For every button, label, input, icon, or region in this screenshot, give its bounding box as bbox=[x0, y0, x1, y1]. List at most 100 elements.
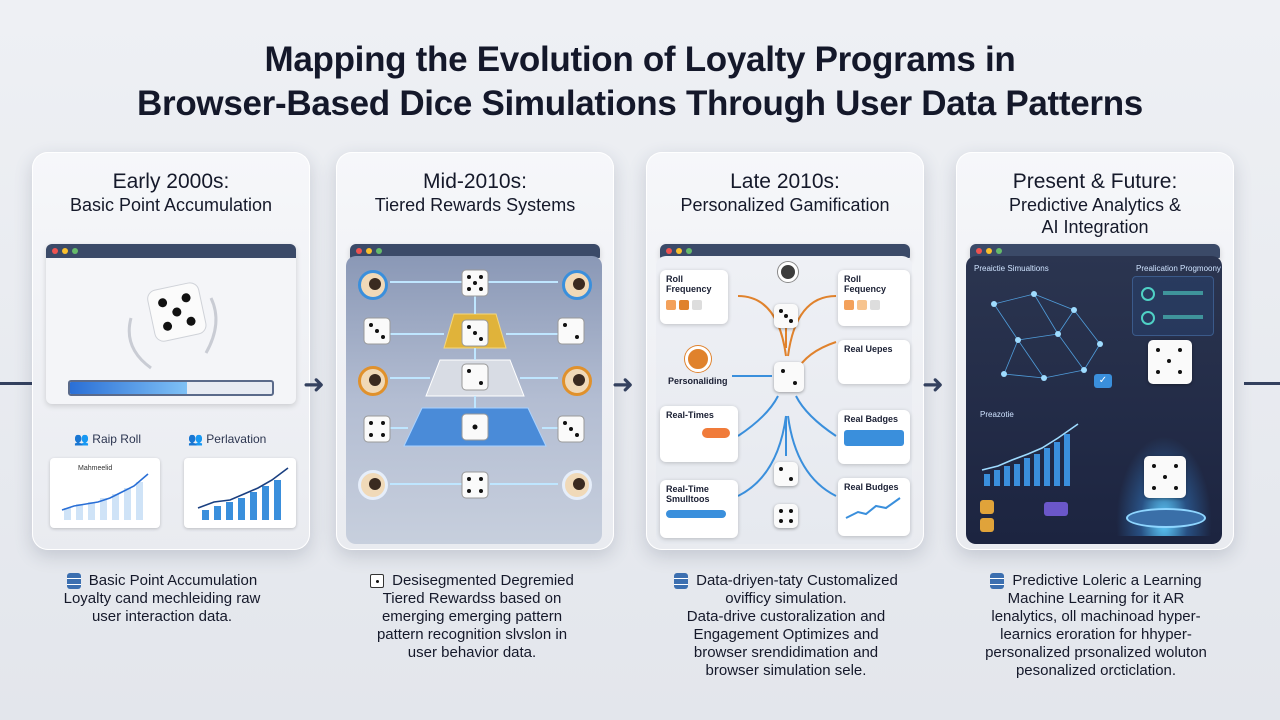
label-real-badges: Real Badges bbox=[844, 414, 899, 424]
desc-line: Loyalty cand mechleiding raw bbox=[63, 590, 261, 607]
desc-line: browser srendidimation and bbox=[693, 644, 879, 661]
bar-chart-small bbox=[184, 458, 296, 528]
maximize-dot-icon bbox=[996, 248, 1002, 254]
center-die-icon bbox=[774, 362, 804, 392]
tier-pyramid-panel bbox=[346, 256, 602, 544]
desc-subheading: ovifficy simulation. bbox=[725, 590, 847, 607]
people-icon: 👥 bbox=[74, 432, 89, 446]
desc-line: pattern recognition slvslon in bbox=[376, 626, 568, 643]
orange-badge-icon bbox=[684, 346, 711, 372]
user-avatar bbox=[562, 470, 592, 500]
analytics-bar-chart bbox=[981, 423, 1079, 486]
era-card-late-2010s: Late 2010s: Personalized Gamification Ro… bbox=[646, 152, 924, 550]
database-icon bbox=[66, 573, 81, 589]
desc-subheading: Machine Learning for it AR bbox=[1007, 590, 1185, 607]
label-preaictie-simualtions: Preaictie Simualtions bbox=[974, 264, 1049, 273]
tile bbox=[870, 300, 880, 310]
era-subtitle: Tiered Rewards Systems bbox=[374, 195, 576, 215]
label-roll-frequency: Roll Frequency bbox=[666, 274, 712, 294]
desc-line: lenalytics, oll machinoad hyper- bbox=[991, 608, 1201, 625]
orange-tile-icon bbox=[980, 500, 994, 514]
tile-row bbox=[844, 300, 904, 310]
user-avatar bbox=[358, 366, 388, 396]
database-icon bbox=[674, 573, 689, 589]
die-small-icon bbox=[370, 574, 385, 588]
hologram-die-icon bbox=[1144, 456, 1186, 498]
label-real-uepes: Real Uepes bbox=[844, 344, 893, 354]
minimize-dot-icon bbox=[986, 248, 992, 254]
close-dot-icon bbox=[666, 248, 672, 254]
die-icon bbox=[774, 504, 798, 528]
desc-line: learnics eroration for hhyper- bbox=[1000, 626, 1192, 643]
desc-line: personalized prsonalized woluton bbox=[985, 644, 1207, 661]
desc-line: user behavior data. bbox=[407, 644, 537, 661]
desc-line: emerging emerging pattern bbox=[381, 608, 563, 625]
close-dot-icon bbox=[52, 248, 58, 254]
orange-pill bbox=[702, 428, 730, 438]
real-budges-card: Real Budges bbox=[838, 478, 910, 536]
hologram-pedestal bbox=[1126, 508, 1206, 528]
window-titlebar bbox=[970, 244, 1220, 258]
tile bbox=[679, 300, 689, 310]
era-card-mid-2010s: Mid-2010s: Tiered Rewards Systems bbox=[336, 152, 614, 550]
die-icon bbox=[774, 304, 798, 328]
die-icon bbox=[1148, 340, 1192, 384]
roll-fequency-card: Roll Fequency bbox=[838, 270, 910, 326]
desc-line: Tiered Rewardss based on bbox=[382, 590, 562, 607]
user-avatar bbox=[562, 270, 592, 300]
die-icon bbox=[774, 462, 798, 486]
label-real-times: Real-Times bbox=[666, 410, 714, 420]
real-badges-card: Real Badges bbox=[838, 410, 910, 464]
desc-line: Engagement Optimizes and bbox=[693, 626, 879, 643]
era-title: Early 2000s: bbox=[112, 170, 230, 193]
user-avatar bbox=[562, 366, 592, 396]
maximize-dot-icon bbox=[72, 248, 78, 254]
label-roll: Raip Roll bbox=[92, 432, 141, 446]
tier-pyramid bbox=[363, 269, 585, 499]
desc-line: user interaction data. bbox=[91, 608, 233, 625]
era-subtitle: Predictive Analytics & bbox=[1008, 195, 1182, 215]
real-time-simulations-card: Real-Time Smulltoos bbox=[660, 480, 738, 538]
flow-line-left bbox=[0, 382, 36, 385]
desc-line: browser simulation sele. bbox=[705, 662, 867, 679]
label-real-time-simulations: Real-Time Smulltoos bbox=[666, 484, 710, 504]
minimize-dot-icon bbox=[676, 248, 682, 254]
title-line-1: Mapping the Evolution of Loyalty Program… bbox=[264, 40, 1016, 79]
browser-window bbox=[46, 244, 296, 404]
era-title: Mid-2010s: bbox=[423, 170, 527, 193]
minimize-dot-icon bbox=[366, 248, 372, 254]
window-titlebar bbox=[350, 244, 600, 258]
flow-line-right bbox=[1244, 382, 1280, 385]
spinning-die-icon bbox=[127, 282, 218, 370]
teal-circle-icon bbox=[1141, 287, 1155, 301]
description-late-2010s: Data-driyen-taty Customalized ovifficy s… bbox=[636, 572, 936, 680]
ai-analytics-panel: Preaictie Simualtions Prealication Progm… bbox=[966, 256, 1222, 544]
page-title: Mapping the Evolution of Loyalty Program… bbox=[0, 38, 1280, 126]
user-icon-roll: 👥 Raip Roll bbox=[74, 432, 141, 446]
teal-lines bbox=[1163, 291, 1203, 295]
desc-heading: Predictive Loleric a Learning bbox=[1012, 572, 1202, 589]
label-real-budges: Real Budges bbox=[844, 482, 899, 492]
teal-circle-icon bbox=[1141, 311, 1155, 325]
trend-line-icon bbox=[845, 497, 901, 519]
era-subtitle: Basic Point Accumulation bbox=[69, 195, 273, 215]
era-title: Late 2010s: bbox=[730, 170, 840, 193]
people-icon: 👥 bbox=[188, 432, 203, 446]
tile bbox=[857, 300, 867, 310]
desc-heading: Data-driyen-taty Customalized bbox=[696, 572, 898, 589]
desc-heading: Desisegmented Degremied bbox=[392, 572, 574, 589]
label-personaliding: Personaliding bbox=[668, 376, 728, 386]
personaliding-node: Personaliding bbox=[668, 346, 728, 386]
era-title: Present & Future: bbox=[1012, 170, 1178, 193]
flow-arrow-2: ➜ bbox=[612, 369, 634, 399]
badge-strip bbox=[844, 430, 904, 446]
neural-network-icon bbox=[991, 291, 1103, 381]
tile bbox=[844, 300, 854, 310]
purple-tile-icon bbox=[1044, 502, 1068, 516]
chart-label: Mahmeelid bbox=[78, 465, 112, 472]
real-uepes-card: Real Uepes bbox=[838, 340, 910, 384]
teal-lines bbox=[1163, 315, 1203, 319]
label-preazotie: Preazotie bbox=[980, 410, 1014, 419]
description-early-2000s: Basic Point Accumulation Loyalty cand me… bbox=[12, 572, 312, 626]
roll-frequency-card: Roll Frequency bbox=[660, 270, 728, 324]
